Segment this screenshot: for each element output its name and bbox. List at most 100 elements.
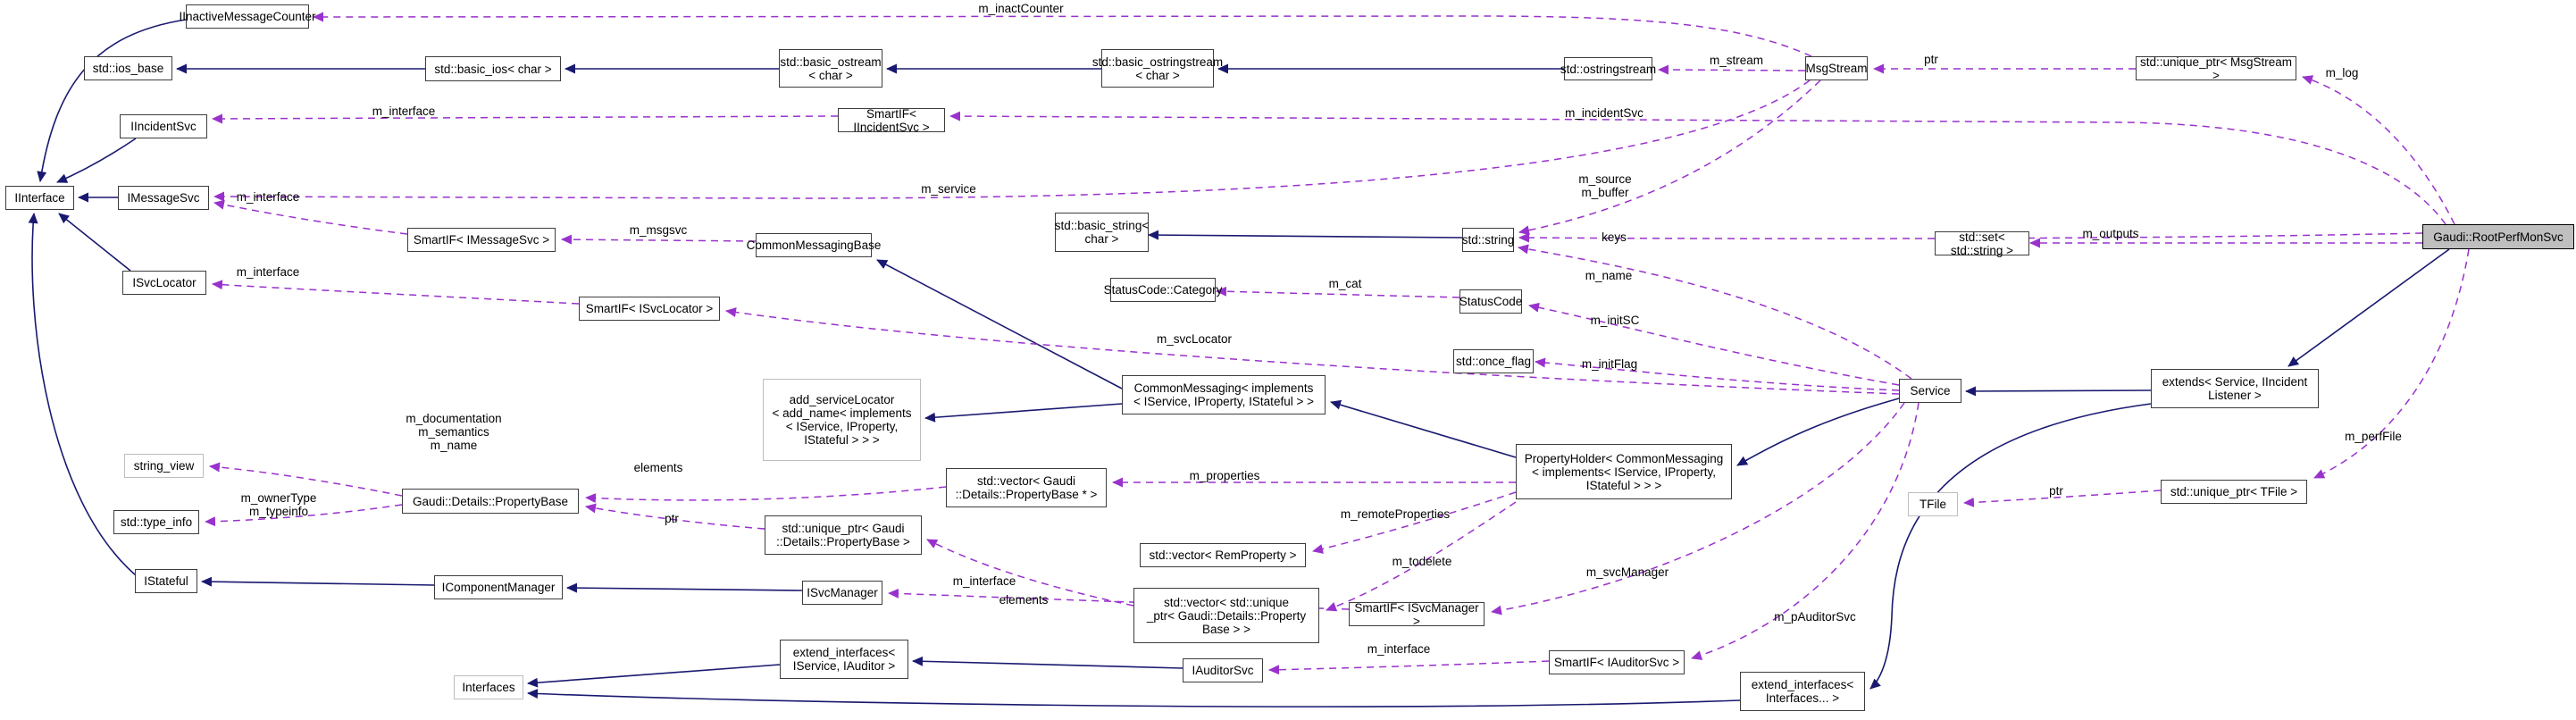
edge-label-m-incidentsvc: m_incidentSvc [1565,106,1643,120]
edge-label-m-service: m_service [921,182,976,196]
edge-rootperfmonsvc-to-extends [2287,248,2450,367]
edge-label-m-initsc: m_initSC [1590,314,1640,327]
edge-smartifisvcmanager-to-isvcmanager [888,588,1350,610]
edge-label-m-msgsvc: m_msgsvc [629,223,688,237]
node-std-basic-ostringstream[interactable]: std::basic_ostringstream < char > [1092,49,1223,88]
edge-label-keys: keys [1602,230,1627,244]
edge-label-m-cat: m_cat [1328,277,1362,290]
edge-label-m-todelete: m_todelete [1392,555,1452,568]
edge-propertybase-to-stringview [209,462,403,497]
node-propertyholder[interactable]: PropertyHolder< CommonMessaging < implem… [1516,444,1732,499]
node-smartif-iauditorsvc[interactable]: SmartIF< IAuditorSvc > [1549,650,1685,674]
node-string-view[interactable]: string_view [124,454,204,478]
edge-service-to-propertyholder [1736,398,1900,466]
edge-msgstream-to-imessagesvc-service [213,80,1811,202]
edge-service-to-smartifisvclocator [725,307,1900,395]
node-statuscode-category[interactable]: StatusCode::Category [1104,278,1222,302]
node-isvclocator[interactable]: ISvcLocator [122,271,206,295]
edge-label-m-ownertype-block: m_ownerType m_typeinfo [240,491,317,518]
edge-label-m-stream: m_stream [1709,54,1764,67]
edge-propertyholder-to-vectoruniqueptr [1326,501,1517,612]
edge-label-m-properties: m_properties [1189,469,1260,482]
edge-label-m-name: m_name [1585,269,1633,282]
edge-label-m-initflag: m_initFlag [1581,357,1638,371]
edge-isvcmanager-to-icomponentmanager [566,582,803,593]
node-commonmessaging-implements[interactable]: CommonMessaging< implements < IService, … [1122,375,1326,414]
edge-propertyholder-to-commonmessaging [1330,399,1517,458]
node-commonmessagingbase[interactable]: CommonMessagingBase [747,233,881,257]
edge-commonmessaging-to-addservicelocator [924,403,1123,423]
edge-commonmessaging-to-commonmessagingbase [876,259,1123,389]
edge-service-to-string-name [1518,244,1912,380]
edge-msgstream-to-string-source [1518,80,1821,236]
node-smartif-isvcmanager[interactable]: SmartIF< ISvcManager > [1349,601,1485,628]
node-std-unique-ptr-tfile[interactable]: std::unique_ptr< TFile > [2161,480,2307,504]
edge-isvclocator-to-iinterface [58,213,131,272]
node-std-basic-string[interactable]: std::basic_string< char > [1055,213,1149,252]
edge-label-elements-vector-unique: elements [999,593,1049,607]
node-tfile[interactable]: TFile [1908,492,1958,516]
node-std-vector-remproperty[interactable]: std::vector< RemProperty > [1140,543,1306,567]
node-msgstream[interactable]: MsgStream [1805,56,1868,80]
edge-vectorpropertybase-to-propertybase [585,486,947,504]
edge-vectoruniqueptr-to-uniqueptrpropertybase [926,539,1134,607]
node-gaudi-details-propertybase[interactable]: Gaudi::Details::PropertyBase [402,489,579,514]
node-std-ios-base[interactable]: std::ios_base [84,56,172,80]
node-std-set-string[interactable]: std::set< std::string > [1935,230,2029,257]
node-istateful[interactable]: IStateful [135,569,197,593]
node-smartif-iincidentsvc[interactable]: SmartIF< IIncidentSvc > [838,107,945,134]
edge-commonmessagingbase-to-smartifimessagesvc [561,234,757,245]
edge-extendinterfaces-to-interfaces [527,688,1741,707]
node-extends-service-iincidentlistener[interactable]: extends< Service, IIncident Listener > [2151,369,2319,408]
edge-label-ptr-tfile: ptr [2049,484,2063,498]
node-std-string[interactable]: std::string [1462,228,1514,252]
node-std-type-info[interactable]: std::type_info [113,510,199,534]
edge-label-m-interface-imessagesvc: m_interface [236,190,300,204]
node-std-ostringstream[interactable]: std::ostringstream [1560,57,1656,80]
edge-propertyholder-to-vectorremproperty [1312,491,1517,554]
node-std-unique-ptr-msgstream[interactable]: std::unique_ptr< MsgStream > [2136,55,2296,82]
edge-smartifiauditorsvc-to-iauditorsvc [1268,660,1550,675]
node-smartif-isvclocator[interactable]: SmartIF< ISvcLocator > [579,297,720,321]
edge-uniqueptrtfile-to-tfile [1963,490,2162,507]
edge-rootperfmonsvc-to-string-keys [1518,232,2423,243]
node-service[interactable]: Service [1899,379,1961,403]
edge-label-m-interface-iincidentsvc: m_interface [372,105,436,118]
edge-label-elements-vector-pb: elements [633,461,683,474]
edge-label-m-source-m-buffer: m_source m_buffer [1578,172,1632,199]
edge-service-to-smartifiauditorsvc [1691,402,1919,660]
edge-label-m-inactcounter: m_inactCounter [978,2,1064,15]
edge-string-to-basicstring [1148,230,1463,240]
node-iauditorsvc[interactable]: IAuditorSvc [1183,658,1263,682]
node-std-vector-propertybase-ptr[interactable]: std::vector< Gaudi ::Details::PropertyBa… [946,468,1107,507]
node-iinactivemessagecounter[interactable]: IInactiveMessageCounter [179,4,316,29]
edge-label-m-interface-isvclocator: m_interface [236,265,300,279]
node-std-unique-ptr-propertybase[interactable]: std::unique_ptr< Gaudi ::Details::Proper… [765,515,922,555]
edge-smartifimessagesvc-to-imessagesvc [213,199,408,235]
node-extend-interfaces-iservice-iauditor[interactable]: extend_interfaces< IService, IAuditor > [780,640,908,679]
node-statuscode[interactable]: StatusCode [1459,289,1522,314]
edge-msgstream-to-iinactivemessagecounter [313,12,1812,57]
node-smartif-imessagesvc[interactable]: SmartIF< IMessageSvc > [407,228,556,252]
node-interfaces[interactable]: Interfaces [454,675,523,699]
edge-label-m-documentation-block: m_documentation m_semantics m_name [406,412,502,452]
edge-propertybase-to-typeinfo [205,504,403,527]
edge-label-ptr-propertybase: ptr [665,512,679,525]
edge-statuscode-to-category [1216,286,1460,298]
node-iincidentsvc[interactable]: IIncidentSvc [120,114,207,138]
edge-icomponentmanager-to-istateful [201,576,435,587]
node-std-basic-ostream[interactable]: std::basic_ostream < char > [779,49,882,88]
edge-rootperfmonsvc-to-uniqueptrmsgstream [2302,75,2455,225]
node-std-once-flag[interactable]: std::once_flag [1453,349,1534,373]
node-add-servicelocator[interactable]: add_serviceLocator < add_name< implement… [763,379,921,461]
node-std-basic-ios[interactable]: std::basic_ios< char > [425,56,561,81]
node-extend-interfaces-interfaces[interactable]: extend_interfaces< Interfaces... > [1740,672,1865,711]
node-imessagesvc[interactable]: IMessageSvc [118,186,209,210]
node-icomponentmanager[interactable]: IComponentManager [434,575,563,599]
node-gaudi-rootperfmonsvc[interactable]: Gaudi::RootPerfMonSvc [2422,224,2574,249]
node-isvcmanager[interactable]: ISvcManager [802,581,882,605]
node-std-vector-unique-ptr-propertybase[interactable]: std::vector< std::unique _ptr< Gaudi::De… [1133,588,1319,643]
node-iinterface[interactable]: IInterface [5,186,74,210]
edge-label-m-interface-isvcmanager: m_interface [952,574,1016,588]
